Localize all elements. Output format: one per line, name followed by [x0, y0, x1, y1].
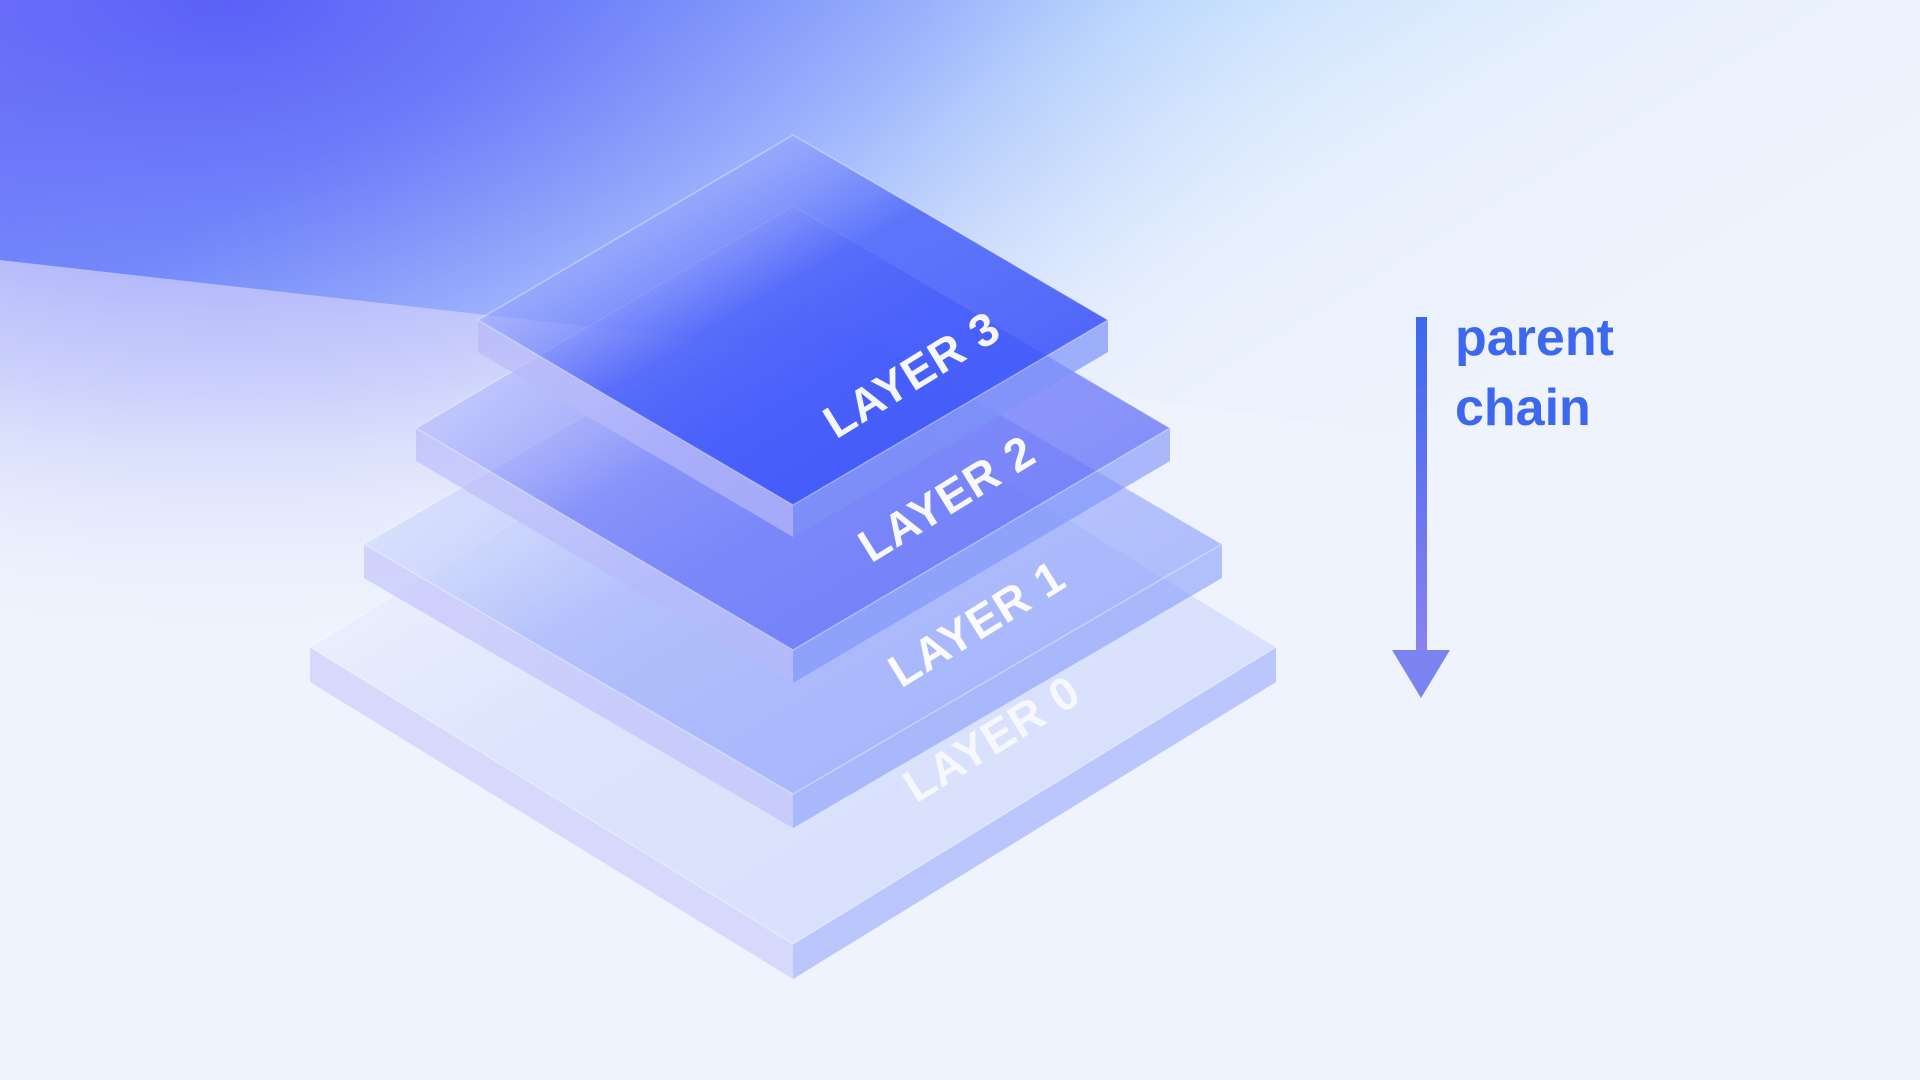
layer-3-top [476, 134, 1110, 506]
layer-2-left-side [416, 428, 793, 683]
parent-chain-label-line2: chain [1455, 379, 1591, 437]
layer-1-left-side [364, 544, 793, 828]
layer-1-right-side [793, 544, 1222, 828]
layer-3-right-side [793, 320, 1108, 537]
layer-3: LAYER 3 [476, 134, 1110, 537]
layer-3-left-side [478, 320, 793, 537]
layer-0-left-side [310, 647, 793, 979]
layer-0-right-side [793, 647, 1276, 979]
layer-2-right-side [793, 428, 1170, 683]
parent-chain-label-line1: parent [1455, 309, 1614, 367]
arrow-head-icon [1392, 650, 1450, 698]
parent-chain-arrow [1392, 317, 1450, 698]
arrow-shaft [1416, 317, 1427, 652]
